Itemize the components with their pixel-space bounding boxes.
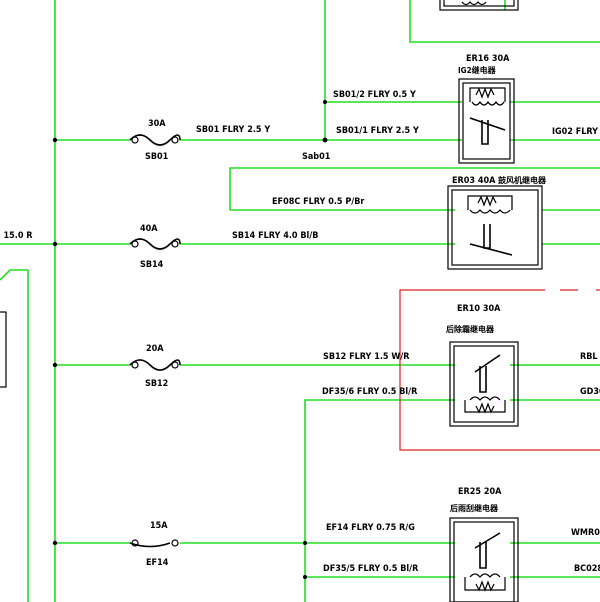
wire-label: IG02 FLRY 2.: [552, 127, 600, 137]
fuse-name: SB12: [145, 379, 168, 389]
relay-er03: ER03 40A 鼓风机继电器: [447, 175, 547, 270]
fuse-sb14: 40A SB14: [129, 224, 181, 270]
wire-labels: SB01/2 FLRY 0.5 Y SB01 FLRY 2.5 Y SB01/1…: [0, 90, 600, 574]
wire-label: EF08C FLRY 0.5 P/Br: [272, 197, 364, 207]
relay-top-partial: [439, 0, 519, 11]
wire-label: DF35/6 FLRY 0.5 Bl/R: [322, 387, 418, 397]
fuse-rating: 20A: [146, 344, 164, 354]
junction-dots: [52, 100, 328, 579]
relay-desc: 鼓风机继电器: [498, 175, 547, 185]
relay-name: ER25 20A: [458, 487, 502, 497]
fuse-name: SB14: [140, 260, 164, 270]
fuse-sb01: 30A SB01: [129, 119, 181, 162]
module-boundary: [399, 288, 600, 451]
wire-label: SB14 FLRY 4.0 Bl/B: [232, 231, 318, 241]
wire-label: EF14 FLRY 0.75 R/G: [326, 523, 415, 533]
fuse-sb12: 20A SB12: [129, 344, 181, 389]
relay-er25: ER25 20A 后雨刮继电器: [449, 487, 519, 602]
relay-desc: 后除霜继电器: [446, 324, 495, 334]
splice-label: Sab01: [302, 152, 331, 162]
relay-desc: IG2继电器: [458, 65, 497, 75]
fuse-ef14: 15A EF14: [129, 521, 179, 568]
fuse-name: EF14: [146, 558, 169, 568]
wire-label: SB12 FLRY 1.5 W/R: [323, 352, 410, 362]
connector-box-left: [0, 311, 7, 388]
fuse-rating: 30A: [148, 119, 166, 129]
relay-name: ER16 30A: [466, 54, 510, 64]
fuse-name: SB01: [145, 152, 169, 162]
wire-label: SB01 FLRY 2.5 Y: [196, 125, 270, 135]
relay-name: ER03 40A: [452, 176, 496, 186]
relay-er10: ER10 30A 后除霜继电器: [446, 304, 519, 427]
wire-label: ( 15.0 R: [0, 231, 33, 241]
wire-label: SB01/2 FLRY 0.5 Y: [333, 90, 416, 100]
wire-label: GD30: [580, 387, 600, 397]
fuse-rating: 40A: [140, 224, 158, 234]
fuse-rating: 15A: [150, 521, 168, 531]
wire-label: RBL: [580, 352, 598, 362]
wire-label: BC028: [574, 564, 600, 574]
wire-label: SB01/1 FLRY 2.5 Y: [336, 126, 419, 136]
wire-label: DF35/5 FLRY 0.5 Bl/R: [323, 564, 419, 574]
relay-desc: 后雨刮继电器: [450, 503, 499, 513]
relay-er16: ER16 30A IG2继电器: [458, 54, 515, 164]
wire-label: WMR01: [571, 528, 600, 538]
relay-name: ER10 30A: [457, 304, 501, 314]
